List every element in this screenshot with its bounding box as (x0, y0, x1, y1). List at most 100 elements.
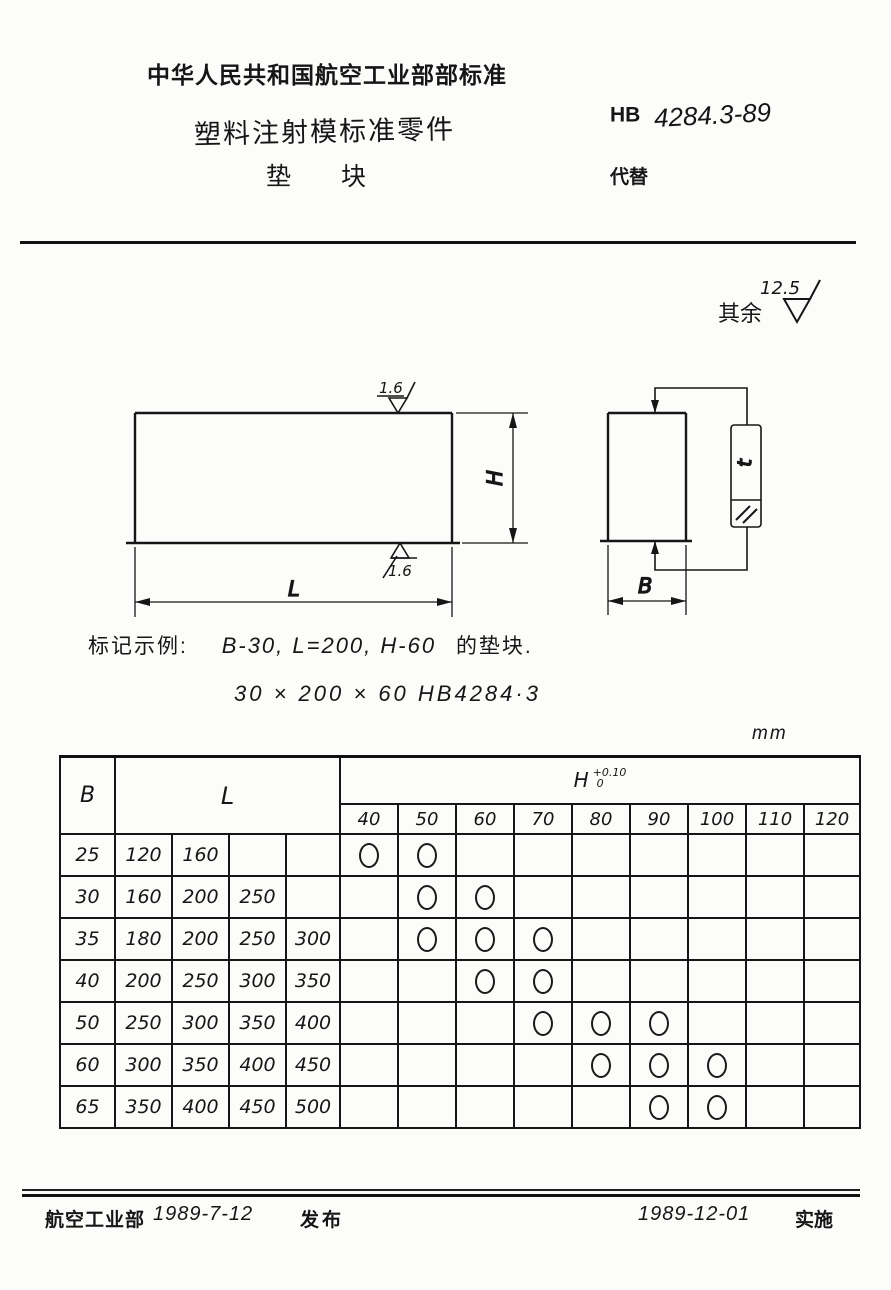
availability-circle-icon (533, 926, 553, 952)
h-availability-cell (513, 917, 573, 961)
h-availability-cell (629, 959, 689, 1003)
replaces-label: 代替 (610, 167, 649, 188)
footer-rule-thick (22, 1194, 860, 1197)
l-value-cell: 500 (285, 1085, 341, 1129)
h-tolerance-upper: +0.10 (592, 765, 627, 779)
h-column-header: 100 (687, 803, 747, 835)
h-availability-cell (339, 917, 399, 961)
l-value-cell: 400 (228, 1043, 287, 1087)
b-value-cell: 35 (59, 917, 116, 961)
footer-rule-thin (22, 1189, 860, 1191)
h-column-header: 80 (571, 803, 631, 835)
h-availability-cell (803, 1043, 861, 1087)
h-availability-cell (513, 959, 573, 1003)
h-availability-cell (687, 1043, 747, 1087)
side-view-outline (600, 411, 692, 543)
parallelism-icon (735, 505, 758, 524)
h-availability-cell (339, 833, 399, 877)
h-symbol: H (573, 768, 589, 793)
h-availability-cell (629, 833, 689, 877)
h-availability-cell (745, 1001, 805, 1045)
availability-circle-icon (359, 842, 379, 868)
roughness-triangle-icon (389, 541, 411, 559)
unit-label: mm (752, 723, 788, 744)
h-availability-cell (397, 1001, 457, 1045)
header-divider-rule (20, 241, 856, 244)
availability-circle-icon (707, 1094, 727, 1120)
availability-circle-icon (417, 884, 437, 910)
h-availability-cell (397, 833, 457, 877)
h-availability-cell (455, 1001, 515, 1045)
l-value-cell: 200 (114, 959, 173, 1003)
l-value-cell: 350 (171, 1043, 230, 1087)
h-availability-cell (339, 1085, 399, 1129)
h-availability-cell (513, 1001, 573, 1045)
h-availability-cell (571, 1043, 631, 1087)
availability-circle-icon (475, 926, 495, 952)
h-availability-cell (455, 875, 515, 919)
footer-issue-label: 发布 (300, 1210, 345, 1231)
length-label: L (288, 577, 300, 601)
org-title: 中华人民共和国航空工业部部标准 (147, 62, 507, 88)
h-availability-cell (687, 959, 747, 1003)
h-availability-cell (687, 917, 747, 961)
height-label: H (483, 470, 507, 486)
h-availability-cell (397, 959, 457, 1003)
front-view-outline (126, 411, 460, 545)
h-availability-cell (455, 917, 515, 961)
h-availability-cell (687, 1085, 747, 1129)
h-availability-cell (745, 917, 805, 961)
b-value-cell: 50 (59, 1001, 116, 1045)
h-column-header: 40 (339, 803, 399, 835)
h-availability-cell (803, 875, 861, 919)
l-value-cell: 300 (114, 1043, 173, 1087)
l-value-cell (285, 833, 341, 877)
l-value-cell: 250 (228, 875, 287, 919)
h-availability-cell (571, 1001, 631, 1045)
h-availability-cell (571, 875, 631, 919)
l-dimension: L (134, 547, 453, 617)
l-value-cell: 250 (171, 959, 230, 1003)
b-value-cell: 60 (59, 1043, 116, 1087)
availability-circle-icon (649, 1010, 669, 1036)
l-value-cell: 400 (171, 1085, 230, 1129)
l-value-cell: 350 (114, 1085, 173, 1129)
footer-impl-date: 1989-12-01 (638, 1203, 751, 1225)
h-availability-cell (687, 875, 747, 919)
h-availability-cell (571, 833, 631, 877)
roughness-symbol-top: 1.6 (377, 379, 416, 415)
arrow-down-icon (509, 528, 517, 543)
h-availability-cell (687, 1001, 747, 1045)
h-availability-cell (745, 1043, 805, 1087)
arrow-right-icon (437, 598, 452, 606)
h-availability-cell (397, 875, 457, 919)
technical-drawing: 其余 12.5 L H (126, 278, 821, 617)
l-value-cell: 350 (285, 959, 341, 1003)
availability-circle-icon (591, 1010, 611, 1036)
arrow-left-icon (135, 598, 150, 606)
doc-subtitle: 垫 块 (266, 163, 367, 191)
marking-example-suffix: 的垫块. (455, 635, 533, 658)
roughness-triangle-icon (782, 298, 812, 325)
h-column-header: 60 (455, 803, 515, 835)
footer-impl-label: 实施 (795, 1210, 834, 1231)
standard-number: HB 4284.3-89 (610, 97, 772, 133)
h-tolerance-lower: 0 (596, 776, 604, 790)
footer-issuer: 航空工业部 (45, 1210, 146, 1231)
availability-circle-icon (649, 1052, 669, 1078)
arrow-up-icon (651, 541, 659, 554)
col-header-l: L (114, 755, 341, 835)
l-value-cell: 180 (114, 917, 173, 961)
h-availability-cell (455, 1043, 515, 1087)
h-availability-cell (397, 1085, 457, 1129)
b-value-cell: 25 (59, 833, 116, 877)
h-availability-cell (803, 959, 861, 1003)
h-availability-cell (803, 917, 861, 961)
marking-example-line: 标记示例: B-30, L=200, H-60 的垫块. (88, 630, 533, 660)
